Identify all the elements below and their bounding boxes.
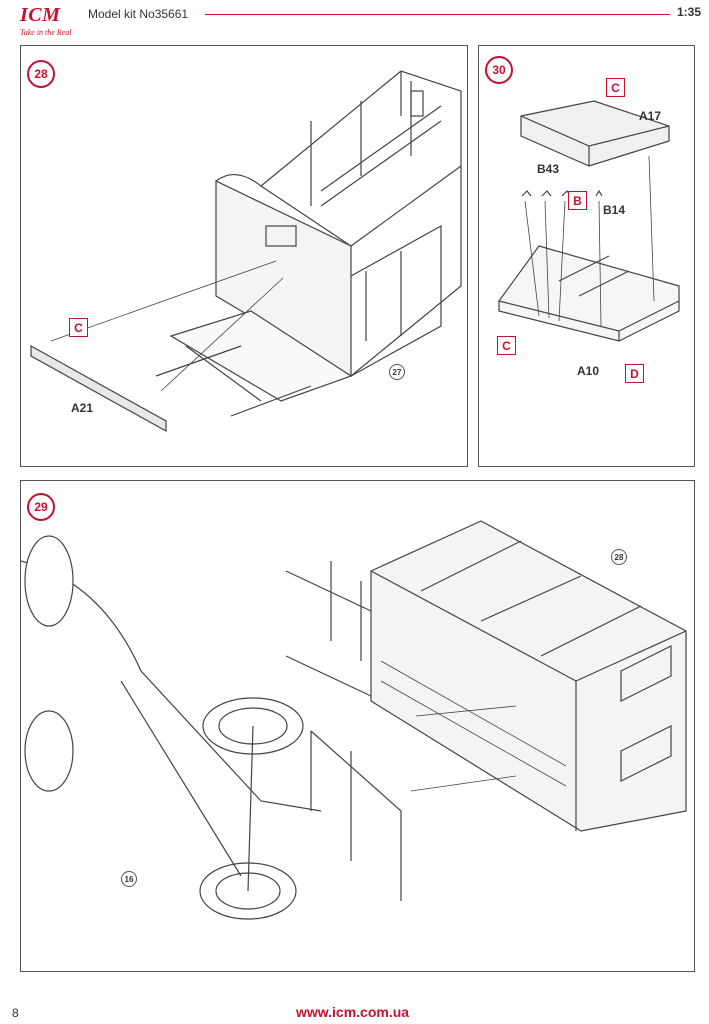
sprue-d-tag: D [625, 364, 644, 383]
part-b14-label: B14 [603, 203, 626, 217]
website-url: www.icm.com.ua [296, 1004, 410, 1020]
sprue-c-tag: C [69, 318, 88, 337]
part-a17-label: A17 [639, 109, 662, 123]
logo-wordmark: ICM [20, 4, 61, 26]
step-30-number: 30 [485, 56, 513, 84]
logo-tagline: Take in the Real [20, 28, 72, 37]
ref-step-27: 27 [389, 364, 405, 380]
step-29-panel: 29 28 16 [20, 480, 695, 972]
sprue-c-tag-top: C [606, 78, 625, 97]
step-29-drawing [21, 520, 687, 920]
sprue-b-tag: B [568, 191, 587, 210]
part-b43-label: B43 [537, 162, 560, 176]
step-28-number: 28 [27, 60, 55, 88]
step-30-drawing [498, 100, 680, 342]
model-number: Model kit No35661 [88, 7, 189, 21]
step-29-number: 29 [27, 493, 55, 521]
step-30-panel: 30 C A17 B43 B B14 C A10 D [478, 45, 695, 467]
part-a10-label: A10 [577, 364, 600, 378]
header-rule [205, 14, 670, 15]
page-number: 8 [12, 1006, 19, 1020]
ref-step-28: 28 [611, 549, 627, 565]
ref-step-16: 16 [121, 871, 137, 887]
step-28-drawing [30, 70, 462, 433]
sprue-c-tag-bottom: C [497, 336, 516, 355]
step-28-panel: 28 C A21 27 [20, 45, 468, 467]
scale-label: 1:35 [677, 5, 702, 19]
brand-logo: ICM Take in the Real [6, 2, 76, 42]
part-a21-label: A21 [71, 401, 94, 415]
